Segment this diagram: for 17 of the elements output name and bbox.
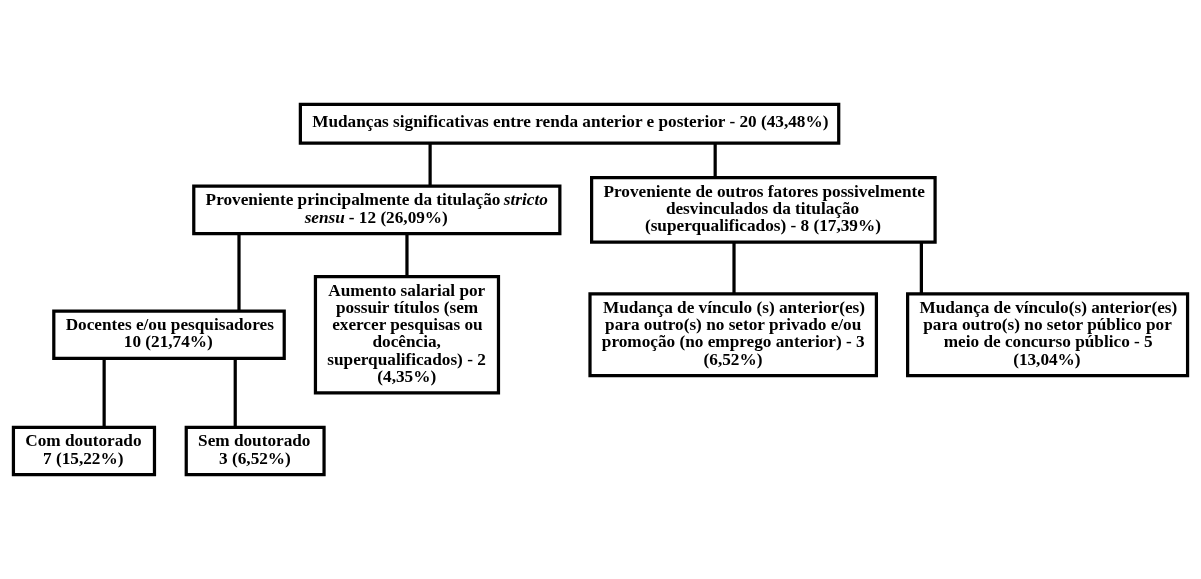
connector bbox=[233, 358, 237, 428]
connector bbox=[428, 143, 432, 187]
node-box: Mudança de vínculo(s) anterior(es) para outro(s) no setor público por meio de concurso público - 5 (13,04%) bbox=[906, 292, 1190, 378]
node-box: Sem doutorado 3 (6,52%) bbox=[184, 425, 326, 477]
node-box: Mudanças significativas entre renda anterior e posterior - 20 (43,48%) bbox=[298, 102, 841, 145]
node-box: Proveniente de outros fatores possivelmente desvinculados da titulação (superqualificados) - 8 (17,39%) bbox=[590, 175, 937, 244]
node-box: Proveniente principalmente da titulação stricto sensu - 12 (26,09%) bbox=[192, 184, 562, 236]
connector bbox=[405, 233, 409, 277]
connector bbox=[102, 358, 106, 428]
node-box: Mudança de vínculo (s) anterior(es) para outro(s) no setor privado e/ou promoção (no emprego anterior) - 3 (6,52%) bbox=[588, 292, 879, 378]
connector bbox=[713, 143, 717, 178]
node-box: Aumento salarial por possuir títulos (sem exercer pesquisas ou docência, superqualificados) - 2 (4,35%) bbox=[313, 274, 501, 395]
node-box: Com doutorado 7 (15,22%) bbox=[11, 425, 157, 477]
connector bbox=[732, 242, 736, 294]
node-box: Docentes e/ou pesquisadores 10 (21,74%) bbox=[52, 309, 286, 361]
connector bbox=[919, 242, 923, 294]
connector bbox=[237, 233, 241, 311]
